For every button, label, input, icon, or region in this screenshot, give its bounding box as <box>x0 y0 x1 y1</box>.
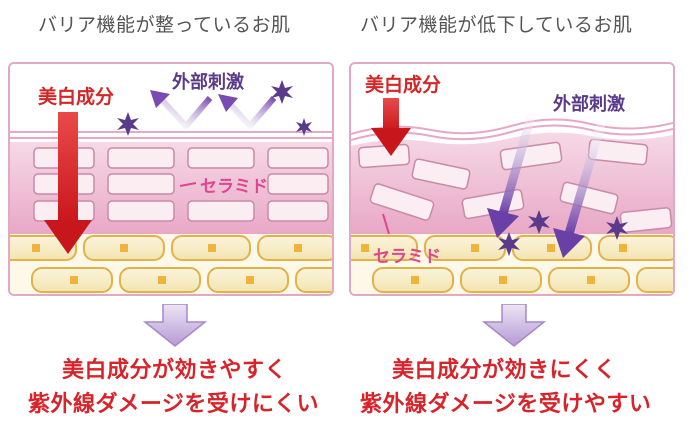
down-arrow-icon <box>44 112 92 254</box>
arrow-head-icon <box>150 90 170 108</box>
arrow-head-icon <box>218 94 238 112</box>
external-stimulus-label: 外部刺激 <box>553 94 625 115</box>
ceramide-label: セラミド <box>373 247 441 267</box>
right-result-line2: 紫外線ダメージを受けやすい <box>360 392 652 417</box>
spark-icon <box>117 80 312 136</box>
external-stimulus-label: 外部刺激 <box>172 72 244 93</box>
ceramide-pointer <box>382 213 390 235</box>
ceramide-pointer <box>179 182 197 187</box>
left-skin-diagram: 美白成分 外部刺激 セラミド <box>8 62 334 296</box>
right-skin-diagram: 美白成分 外部刺激 セラミド <box>349 62 675 296</box>
reflect-arrow-icon <box>159 96 277 129</box>
whitening-label: 美白成分 <box>365 74 442 96</box>
left-skin-svg <box>10 80 332 294</box>
nuclei <box>32 244 302 284</box>
right-result-line1: 美白成分が効きにくく <box>392 358 617 383</box>
ceramide-label: セラミド <box>200 177 268 197</box>
penetrate-arrow-icon <box>487 108 606 258</box>
left-result-arrow-icon <box>143 304 207 347</box>
whitening-label: 美白成分 <box>38 86 115 108</box>
spark-icon <box>498 210 628 256</box>
down-arrow-icon <box>371 98 411 156</box>
left-title: バリア機能が整っているお肌 <box>38 14 291 36</box>
nuclei <box>361 244 627 284</box>
right-title: バリア機能が低下しているお肌 <box>360 14 633 36</box>
right-skin-svg <box>351 98 673 294</box>
left-result-line2: 紫外線ダメージを受けにくい <box>28 392 319 417</box>
right-result-arrow-icon <box>482 304 546 347</box>
left-result-line1: 美白成分が効きやすく <box>62 358 288 383</box>
